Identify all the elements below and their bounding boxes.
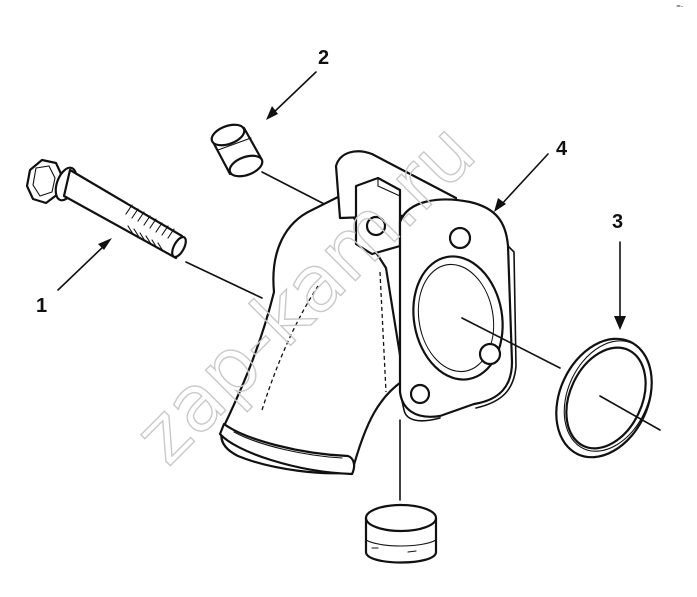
callout-1: 1 xyxy=(36,238,112,317)
callout-3-label: 3 xyxy=(612,211,623,233)
callout-3: 3 xyxy=(612,211,626,330)
seal-ring-part xyxy=(555,337,661,459)
callout-4-label: 4 xyxy=(556,138,568,160)
callout-2: 2 xyxy=(266,47,329,120)
bolt-part xyxy=(25,158,263,299)
corner-mark: =- xyxy=(676,3,683,10)
plug-bottom-part xyxy=(364,503,438,564)
callout-4-arrow xyxy=(499,153,549,207)
callout-1-arrow xyxy=(57,243,107,291)
callout-2-label: 2 xyxy=(318,47,329,69)
thermostat-housing-part xyxy=(218,150,561,501)
callout-1-label: 1 xyxy=(36,295,47,317)
callout-4: 4 xyxy=(494,138,568,212)
callout-2-arrow xyxy=(271,71,317,115)
plug-top-part xyxy=(210,123,333,209)
